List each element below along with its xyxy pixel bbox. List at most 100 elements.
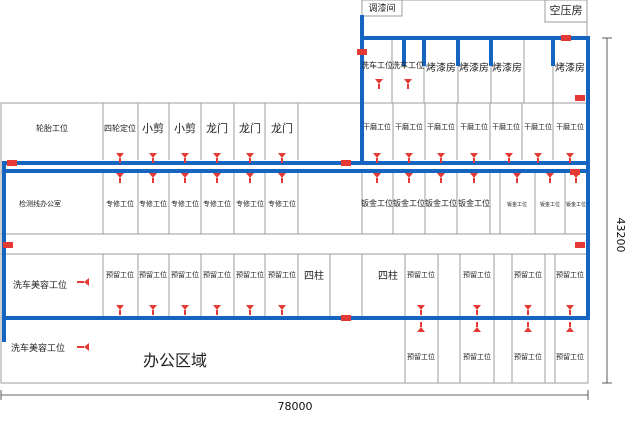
air-outlet-valve — [405, 173, 413, 183]
upper-bay-label: 四轮定位 — [104, 123, 136, 133]
sheet-metal-bay-label: 钣金工位 — [425, 198, 457, 208]
air-outlet-valve — [546, 173, 554, 183]
air-outlet-valve — [213, 153, 221, 163]
air-outlet-valve — [181, 153, 189, 163]
sheet-metal-bay-label: 钣金工位 — [458, 198, 490, 208]
dry-sanding-bay-label: 干磨工位 — [492, 122, 520, 131]
four-post-lift-label: 四柱 — [304, 269, 324, 282]
air-outlet-valve — [575, 242, 585, 248]
repair-bay-label: 专修工位 — [139, 199, 167, 208]
booth-label: 洗车工位 — [361, 60, 393, 70]
air-outlet-valve — [213, 173, 221, 183]
air-outlet-valve — [417, 305, 425, 315]
repair-bay-label: 专修工位 — [106, 199, 134, 208]
repair-bay-label: 专修工位 — [236, 199, 264, 208]
air-outlet-valve — [246, 153, 254, 163]
upper-bay-label: 轮胎工位 — [36, 123, 68, 133]
reserved-bay-label: 预留工位 — [407, 352, 435, 361]
four-post-lift-label: 四柱 — [378, 269, 398, 282]
air-outlet-valve — [77, 343, 89, 351]
air-outlet-valve — [246, 305, 254, 315]
booth-label: 洗车工位 — [392, 60, 424, 70]
air-outlet-valve — [470, 153, 478, 163]
dry-sanding-bay-label: 干磨工位 — [460, 122, 488, 131]
air-outlet-valve — [373, 153, 381, 163]
air-outlet-valve — [77, 278, 89, 286]
reserved-bay-label: 预留工位 — [514, 270, 542, 279]
reserved-bay-label: 预留工位 — [203, 270, 231, 279]
air-outlet-valve — [534, 153, 542, 163]
air-outlet-markers — [3, 35, 585, 351]
air-outlet-valve — [566, 322, 574, 332]
air-outlet-valve — [278, 153, 286, 163]
air-outlet-valve — [116, 173, 124, 183]
reserved-bay-label: 预留工位 — [556, 352, 584, 361]
air-outlet-valve — [570, 169, 580, 175]
repair-bay-label: 专修工位 — [171, 199, 199, 208]
upper-bay-label: 龙门 — [206, 121, 228, 135]
air-outlet-valve — [524, 322, 532, 332]
upper-bay-label: 小剪 — [142, 121, 164, 135]
repair-bay-label: 专修工位 — [203, 199, 231, 208]
air-outlet-valve — [278, 173, 286, 183]
air-outlet-valve — [116, 305, 124, 315]
sheet-metal-bay-label: 钣金工位 — [566, 201, 586, 208]
dry-sanding-bay-label: 干磨工位 — [363, 122, 391, 131]
room-labels: 调漆间空压房洗车工位洗车工位烤漆房烤漆房烤漆房烤漆房轮胎工位四轮定位小剪小剪龙门… — [11, 2, 586, 370]
reserved-bay-label: 预留工位 — [171, 270, 199, 279]
air-outlet-valve — [149, 173, 157, 183]
air-outlet-valve — [341, 160, 351, 166]
sheet-metal-bay-label: 钣金工位 — [361, 198, 393, 208]
wash-bay-label: 洗车美容工位 — [13, 279, 67, 291]
reserved-bay-label: 预留工位 — [106, 270, 134, 279]
air-outlet-valve — [524, 305, 532, 315]
air-outlet-valve — [116, 153, 124, 163]
upper-bay-label: 龙门 — [271, 121, 293, 135]
dry-sanding-bay-label: 干磨工位 — [524, 122, 552, 131]
repair-bay-label: 专修工位 — [268, 199, 296, 208]
air-outlet-valve — [572, 173, 580, 183]
air-outlet-valve — [357, 49, 367, 55]
width-dimension: 78000 — [278, 400, 313, 413]
air-outlet-valve — [181, 173, 189, 183]
dry-sanding-bay-label: 干磨工位 — [556, 122, 584, 131]
air-outlet-valve — [181, 305, 189, 315]
booth-label: 烤漆房 — [459, 61, 489, 74]
reserved-bay-label: 预留工位 — [236, 270, 264, 279]
upper-bay-label: 小剪 — [174, 121, 196, 135]
reserved-bay-label: 预留工位 — [463, 352, 491, 361]
air-outlet-valve — [149, 305, 157, 315]
inspection-office-label: 检测线办公室 — [19, 199, 61, 208]
air-outlet-valve — [437, 153, 445, 163]
air-outlet-valve — [278, 305, 286, 315]
air-outlet-valve — [566, 153, 574, 163]
air-outlet-valve — [149, 153, 157, 163]
air-outlet-valve — [375, 79, 383, 89]
office-area-label: 办公区域 — [143, 351, 207, 370]
air-outlet-valve — [7, 160, 17, 166]
air-outlet-valve — [473, 305, 481, 315]
air-outlet-valve — [575, 95, 585, 101]
air-outlet-valve — [473, 322, 481, 332]
air-outlet-valve — [246, 173, 254, 183]
air-outlet-valve — [213, 305, 221, 315]
paint-mixing-room-label: 调漆间 — [368, 2, 395, 14]
dry-sanding-bay-label: 干磨工位 — [395, 122, 423, 131]
reserved-bay-label: 预留工位 — [268, 270, 296, 279]
reserved-bay-label: 预留工位 — [463, 270, 491, 279]
upper-bay-label: 龙门 — [239, 121, 261, 135]
air-outlet-valve — [373, 173, 381, 183]
booth-label: 烤漆房 — [492, 61, 522, 74]
sheet-metal-bay-label: 钣金工位 — [393, 198, 425, 208]
wash-bay-label: 洗车美容工位 — [11, 342, 65, 354]
air-outlet-valve — [405, 153, 413, 163]
air-outlet-valve — [513, 173, 521, 183]
air-pipe-network — [2, 15, 590, 342]
air-outlet-valve — [3, 242, 13, 248]
air-outlet-valve — [470, 173, 478, 183]
air-outlet-valve — [505, 153, 513, 163]
air-outlet-valve — [404, 79, 412, 89]
booth-label: 烤漆房 — [555, 61, 585, 74]
reserved-bay-label: 预留工位 — [514, 352, 542, 361]
